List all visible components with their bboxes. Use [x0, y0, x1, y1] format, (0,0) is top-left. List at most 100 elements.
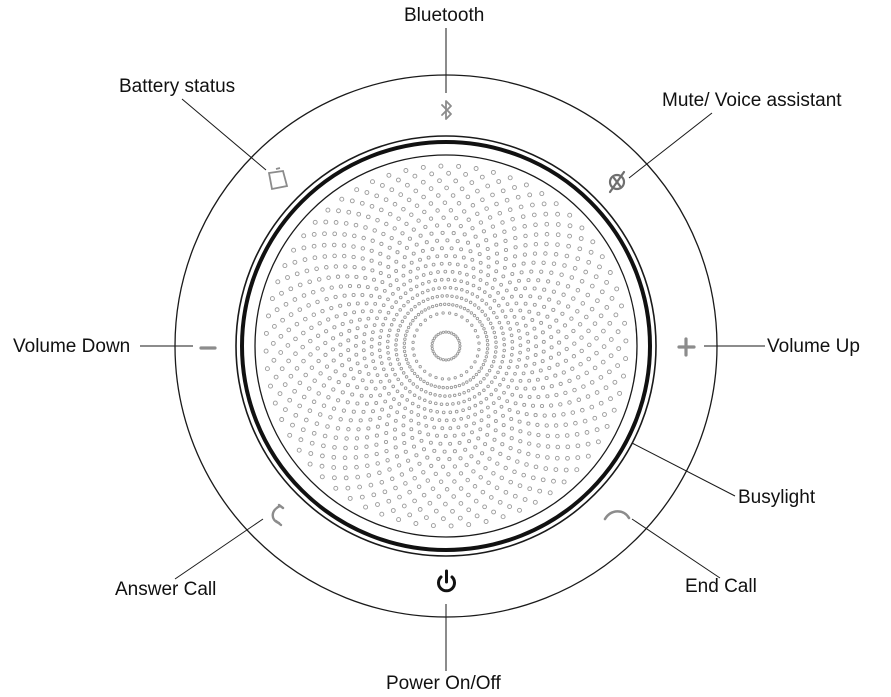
grille-dot: [396, 377, 400, 382]
grille-dot: [497, 499, 503, 505]
grille-dot: [518, 439, 523, 444]
grille-dot: [327, 376, 332, 381]
grille-dot: [394, 352, 399, 357]
grille-dot: [593, 274, 599, 280]
grille-dot: [472, 395, 477, 399]
grille-dot: [584, 430, 590, 435]
grille-dot: [526, 347, 531, 352]
grille-dot: [416, 413, 421, 417]
grille-dot: [479, 400, 483, 405]
grille-dot: [523, 386, 528, 391]
grille-dot: [411, 444, 417, 449]
grille-dot: [545, 455, 550, 460]
grille-dot: [398, 295, 403, 300]
grille-dot: [428, 373, 432, 377]
grille-dot: [448, 394, 452, 398]
grille-dot: [466, 492, 471, 498]
grille-dot: [457, 383, 462, 388]
grille-dot: [509, 426, 514, 431]
grille-dot: [396, 463, 402, 468]
grille-dot: [377, 348, 382, 353]
grille-dot: [291, 247, 297, 253]
grille-dot: [422, 209, 427, 215]
grille-dot: [389, 187, 395, 193]
grille-dot: [527, 378, 532, 383]
grille-dot: [486, 405, 490, 410]
grille-dot: [437, 418, 442, 422]
grille-dot: [540, 330, 545, 335]
grille-dot: [360, 293, 365, 297]
grille-dot: [535, 422, 540, 428]
grille-dot: [403, 291, 408, 296]
grille-dot: [457, 339, 461, 343]
grille-dot: [406, 299, 410, 304]
grille-dot: [351, 244, 356, 249]
grille-dot: [608, 396, 613, 402]
grille-dot: [457, 349, 461, 353]
grille-dot: [493, 410, 498, 414]
grille-dot: [615, 363, 621, 369]
grille-dot: [518, 379, 523, 383]
grille-dot: [374, 193, 380, 199]
grille-dot: [576, 375, 581, 380]
grille-dot: [502, 229, 507, 234]
grille-dot: [335, 274, 341, 279]
grille-dot: [498, 365, 503, 369]
grille-dot: [430, 295, 435, 300]
grille-dot: [444, 358, 448, 362]
grille-dot: [532, 251, 538, 256]
grille-dot: [306, 303, 311, 308]
grille-dot: [418, 233, 423, 238]
grille-dot: [615, 329, 621, 335]
grille-dot: [588, 249, 594, 255]
grille-dot: [320, 287, 325, 292]
grille-dot: [522, 402, 527, 407]
grille-dot: [411, 318, 415, 323]
grille-dot: [354, 335, 359, 339]
grille-dot: [455, 239, 460, 244]
grille-dot: [536, 311, 541, 316]
grille-dot: [400, 394, 404, 398]
grille-dot: [580, 301, 586, 306]
grille-dot: [513, 245, 518, 250]
grille-dot: [339, 196, 345, 202]
grille-dot: [586, 259, 592, 265]
grille-dot: [421, 470, 426, 475]
grille-dot: [378, 393, 382, 398]
grille-dot: [436, 356, 440, 360]
grille-dot: [338, 284, 344, 289]
grille-dot: [518, 343, 523, 348]
grille-dot: [326, 395, 331, 400]
grille-dot: [451, 494, 456, 499]
grille-dot: [451, 231, 456, 236]
grille-dot: [500, 220, 505, 225]
grille-dot: [448, 426, 453, 431]
grille-dot: [456, 336, 460, 340]
grille-dot: [544, 221, 550, 227]
grille-dot: [429, 171, 435, 177]
grille-dot: [410, 296, 415, 300]
grille-dot: [477, 369, 481, 374]
grille-dot: [533, 222, 538, 228]
grille-dot: [560, 311, 565, 316]
grille-dot: [437, 178, 442, 184]
grille-dot: [458, 341, 462, 345]
grille-dot: [521, 371, 526, 376]
grille-dot: [595, 298, 600, 304]
grille-dot: [563, 390, 568, 396]
grille-dot: [509, 417, 514, 421]
grille-dot: [379, 511, 385, 517]
grille-dot: [271, 357, 277, 363]
grille-dot: [292, 297, 298, 302]
grille-dot: [375, 502, 380, 507]
grille-dot: [582, 418, 588, 424]
grille-dot: [466, 507, 472, 513]
grille-dot: [484, 396, 489, 401]
grille-dot: [386, 334, 391, 338]
grille-dot: [580, 407, 585, 413]
grille-dot: [483, 442, 488, 447]
grille-dot: [311, 312, 316, 317]
grille-dot: [387, 467, 392, 472]
grille-dot: [383, 439, 389, 445]
grille-dot: [372, 228, 377, 233]
